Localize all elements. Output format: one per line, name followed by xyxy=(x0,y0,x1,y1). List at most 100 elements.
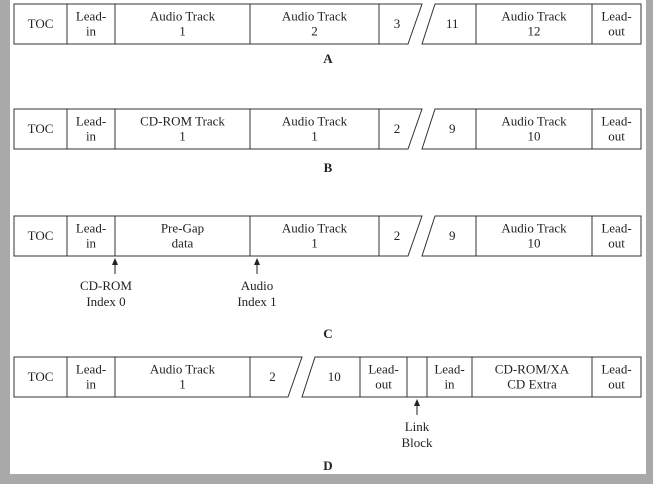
annotation-label: Audio xyxy=(241,278,274,293)
cell-label: 1 xyxy=(179,129,186,144)
cell-label: in xyxy=(86,129,97,144)
cell-6: 9 xyxy=(449,121,456,136)
cell-label: 2 xyxy=(269,369,276,384)
annotation-label: Index 1 xyxy=(237,294,276,309)
cell-label: 1 xyxy=(311,236,318,251)
cell-label: Audio Track xyxy=(501,221,567,236)
cell-8: Lead-in xyxy=(434,362,464,392)
segment-left xyxy=(13,356,303,398)
cell-label: Lead- xyxy=(76,362,106,377)
annotation-label: Block xyxy=(401,435,433,450)
cell-8: Lead-out xyxy=(601,9,631,39)
cell-label: data xyxy=(172,236,194,251)
cell-6: 11 xyxy=(446,16,459,31)
cell-5: 3 xyxy=(394,16,401,31)
segment-right xyxy=(421,3,642,45)
cell-label: Audio Track xyxy=(282,114,348,129)
diagram-caption: B xyxy=(324,160,333,175)
annotation-label: Link xyxy=(405,419,430,434)
diagram-caption: D xyxy=(323,458,332,473)
cell-5: 10 xyxy=(328,369,341,384)
cell-label: Lead- xyxy=(601,114,631,129)
cell-label: Lead- xyxy=(368,362,398,377)
cell-label: 12 xyxy=(528,24,541,39)
cell-label: TOC xyxy=(28,228,54,243)
cell-label: out xyxy=(608,377,625,392)
cell-label: 1 xyxy=(179,24,186,39)
cell-label: Lead- xyxy=(601,362,631,377)
cell-label: CD Extra xyxy=(507,377,557,392)
cell-label: TOC xyxy=(28,369,54,384)
cell-label: 9 xyxy=(449,228,456,243)
cell-label: Audio Track xyxy=(501,9,567,24)
cell-6: 9 xyxy=(449,228,456,243)
cell-label: Lead- xyxy=(76,114,106,129)
cell-label: CD-ROM Track xyxy=(140,114,225,129)
cell-label: 10 xyxy=(328,369,341,384)
cell-label: 10 xyxy=(528,129,541,144)
arrowhead xyxy=(254,258,260,265)
cell-2: Lead-in xyxy=(76,9,106,39)
cell-label: out xyxy=(608,236,625,251)
diagram-caption: C xyxy=(323,326,332,341)
cell-1: TOC xyxy=(28,228,54,243)
cell-label: Lead- xyxy=(434,362,464,377)
cell-label: Audio Track xyxy=(150,9,216,24)
cell-label: out xyxy=(608,129,625,144)
cell-label: 10 xyxy=(528,236,541,251)
cell-2: Lead-in xyxy=(76,221,106,251)
arrowhead xyxy=(112,258,118,265)
cell-4: 2 xyxy=(269,369,276,384)
cell-5: 2 xyxy=(394,228,401,243)
cell-label: out xyxy=(375,377,392,392)
cell-label: 1 xyxy=(311,129,318,144)
cell-label: 2 xyxy=(394,228,401,243)
segment-right xyxy=(421,215,642,257)
cell-label: 2 xyxy=(394,121,401,136)
cell-label: Lead- xyxy=(601,221,631,236)
cell-label: TOC xyxy=(28,121,54,136)
cell-6: Lead-out xyxy=(368,362,398,392)
cell-label: TOC xyxy=(28,16,54,31)
segment-left xyxy=(13,215,423,257)
cell-label: Lead- xyxy=(76,221,106,236)
cell-2: Lead-in xyxy=(76,362,106,392)
arrowhead xyxy=(414,399,420,406)
cell-1: TOC xyxy=(28,16,54,31)
segment-right xyxy=(421,108,642,150)
cell-label: in xyxy=(86,24,97,39)
cell-5: 2 xyxy=(394,121,401,136)
annotation-label: CD-ROM xyxy=(80,278,132,293)
cell-label: 3 xyxy=(394,16,401,31)
cell-2: Lead-in xyxy=(76,114,106,144)
cell-label: 1 xyxy=(179,377,186,392)
cell-1: TOC xyxy=(28,369,54,384)
diagram-caption: A xyxy=(323,51,333,66)
cell-10: Lead-out xyxy=(601,362,631,392)
cell-label: 9 xyxy=(449,121,456,136)
cell-label: Audio Track xyxy=(501,114,567,129)
cell-label: Lead- xyxy=(76,9,106,24)
cell-label: Audio Track xyxy=(282,221,348,236)
segment-left xyxy=(13,108,423,150)
cell-label: Pre-Gap xyxy=(161,221,204,236)
